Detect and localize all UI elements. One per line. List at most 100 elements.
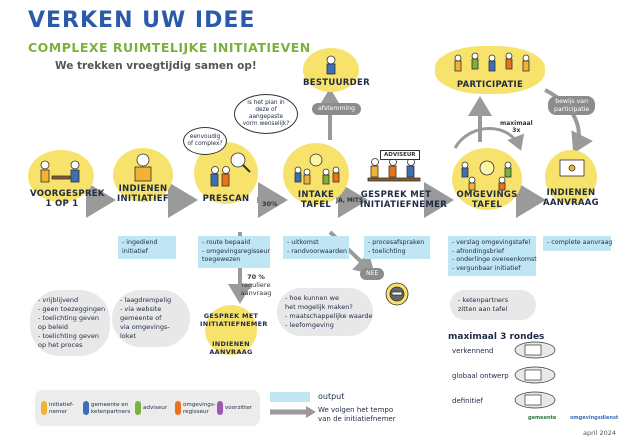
legend-output-swatch (270, 392, 310, 402)
bubble-plan-line3: vorm wenselijk? (242, 121, 290, 127)
stage-intake-line2: TAFEL (300, 200, 332, 210)
note-voorgesprek-line: - geen toezeggingen (38, 305, 106, 313)
stage-gesprek-small-line1: GESPREK MET (203, 312, 259, 320)
date-label: april 2024 (582, 429, 616, 437)
figure-group-omgevingstafel (461, 160, 512, 191)
legend-label-gemeente: gemeente en ketenpartners (91, 402, 130, 415)
output-intake-line: - uitkomst (287, 239, 319, 246)
legend-output-label: output (318, 392, 345, 401)
legend-tempo-label: We volgen het tempo van de initiatiefnem… (318, 406, 396, 424)
output-prescan-line: toegewezen (202, 256, 241, 263)
stage-gesprek-small: GESPREK MET INITIATIEFNEMER (200, 312, 267, 328)
stage-aanvraag-small-line2: AANVRAAG (209, 348, 253, 356)
ronde-sketch-icons (514, 341, 556, 409)
stage-omgevings-line2: TAFEL (471, 200, 503, 210)
output-prescan-line: - route bepaald (202, 239, 251, 246)
legend-figure-initiatiefnemer (41, 401, 47, 415)
note-intake-line: het mogelijk maken? (285, 303, 353, 311)
legend-gemeente-line2: ketenpartners (91, 408, 131, 415)
note-voorgesprek: - vrijblijvend - geen toezeggingen - toe… (30, 290, 110, 356)
legend-voorzitter-line1: voorzitter (225, 405, 253, 411)
legend-tempo-line2: van de initiatiefnemer (318, 415, 396, 423)
note-omgevingstafel-line: - ketenpartners (458, 296, 509, 304)
note-voorgesprek-line: - vrijblijvend (38, 296, 79, 304)
page-title: VERKEN UW IDEE (28, 8, 256, 33)
note-intake-line: - leefomgeving (285, 321, 334, 329)
stage-indienen-line1: INDIENEN (118, 184, 168, 194)
output-gesprek-line: - toelichting (368, 247, 406, 255)
legend-initiatiefnemer-line1: initiatief- (49, 402, 74, 408)
label-bewijs-line2: participatie (554, 105, 590, 113)
label-adviseur: ADVISEUR (380, 150, 420, 160)
label-maximaal-3x: maximaal 3x (500, 120, 533, 134)
note-indienen-line: - via website (120, 305, 162, 313)
legend-figure-voorzitter (217, 401, 223, 415)
label-bewijs-line1: bewijs van (555, 98, 588, 105)
output-gesprek-line: - procesafspraken (368, 239, 425, 246)
output-intake-line: - randvoorwaarden (287, 247, 347, 255)
stage-bestuurder: BESTUURDER (303, 78, 370, 88)
note-indienen-line: - laagdrempelig (120, 296, 172, 304)
note-indienen-line: loket (120, 332, 136, 340)
note-voorgesprek-line: - toelichting geven (38, 314, 99, 322)
bubble-prescan-line1: eenvoudig (189, 134, 221, 140)
ronde-item: globaal ontwerp (452, 372, 509, 380)
legend-initiatiefnemer-line2: nemer (49, 408, 68, 415)
blob-aanvraag (545, 150, 597, 204)
figure-group-indienen (134, 153, 152, 182)
output-indienen: - ingediend initiatief (118, 236, 176, 259)
output-gesprek: - procesafspraken - toelichting (364, 236, 430, 259)
legend-figure-gemeente (83, 401, 89, 415)
stage-voorgesprek-line1: VOORGESPREK (30, 189, 105, 199)
arrow-bewijs (544, 88, 593, 154)
output-omgevingstafel-line: - afrondingsbrief (452, 247, 505, 255)
blob-gesprek-small (205, 305, 257, 355)
output-indienen-line: initiatief (122, 247, 148, 255)
note-omgevingstafel-line: zitten aan tafel (458, 305, 508, 313)
stage-prescan: PRESCAN (194, 194, 258, 204)
stage-omgevingstafel: OMGEVINGS TAFEL (452, 190, 522, 210)
blob-omgevingstafel (452, 148, 522, 210)
figure-group-participatie (454, 52, 530, 72)
label-nee: NEE (360, 268, 385, 280)
legend-tempo-arrow (270, 406, 316, 418)
note-indienen-line: via omgevings- (120, 323, 170, 331)
stage-aanvraag-line2: AANVRAAG (543, 198, 599, 208)
note-voorgesprek-line: op het proces (38, 341, 83, 349)
legend: initiatief- nemer gemeente en ketenpartn… (35, 390, 260, 426)
stage-gesprek-line1: GESPREK MET (360, 190, 432, 200)
logo-omgevingsdienst: omgevingsdienst (570, 415, 619, 421)
stage-gesprek-line2: INITIATIEFNEMER (360, 200, 448, 210)
output-omgevingstafel-line: - vergunbaar initiatief (452, 264, 521, 272)
page-subtitle: COMPLEXE RUIMTELIJKE INITIATIEVEN (28, 40, 311, 55)
note-indienen: - laagdrempelig - via website gemeente o… (112, 290, 190, 347)
stage-participatie: PARTICIPATIE (445, 80, 535, 90)
output-intake: - uitkomst - randvoorwaarden (283, 236, 349, 259)
arrow-max3x (453, 127, 525, 151)
legend-adviseur-line1: adviseur (143, 405, 168, 411)
stage-voorgesprek: VOORGESPREK 1 OP 1 (30, 189, 105, 209)
stage-indienen-initiatief: INDIENEN INITIATIEF (113, 184, 173, 204)
legend-label-voorzitter: voorzitter (225, 405, 252, 412)
legend-label-initiatiefnemer: initiatief- nemer (49, 402, 74, 415)
ronde-item: verkennend (452, 347, 494, 355)
label-maximaal-line2: 3x (512, 127, 521, 134)
nee-sign-icon (385, 282, 409, 306)
stage-indienen-line2: INITIATIEF (117, 194, 169, 204)
label-bewijs-participatie: bewijs van participatie (548, 96, 596, 115)
figure-group-prescan (210, 152, 251, 187)
output-aanvraag: - complete aanvraag (543, 236, 612, 251)
label-30pct: 30% (262, 200, 278, 208)
note-voorgesprek-line: op beleid (38, 323, 69, 331)
figure-group-gesprek (367, 158, 421, 182)
figure-group-bestuurder (326, 55, 336, 75)
note-indienen-line: gemeente of (120, 314, 162, 322)
legend-figure-adviseur (135, 401, 141, 415)
bubble-eenvoudig-complex: eenvoudig of complex? (183, 127, 227, 155)
label-maximaal-line1: maximaal (500, 120, 533, 127)
note-omgevingstafel: - ketenpartners zitten aan tafel (450, 290, 536, 320)
output-prescan-line: - omgevingsregisseur (202, 247, 270, 255)
bubble-plan-wenselijk: is het plan in deze of aangepaste vorm w… (234, 94, 298, 134)
legend-omgevings-line2: regisseur (183, 408, 209, 415)
